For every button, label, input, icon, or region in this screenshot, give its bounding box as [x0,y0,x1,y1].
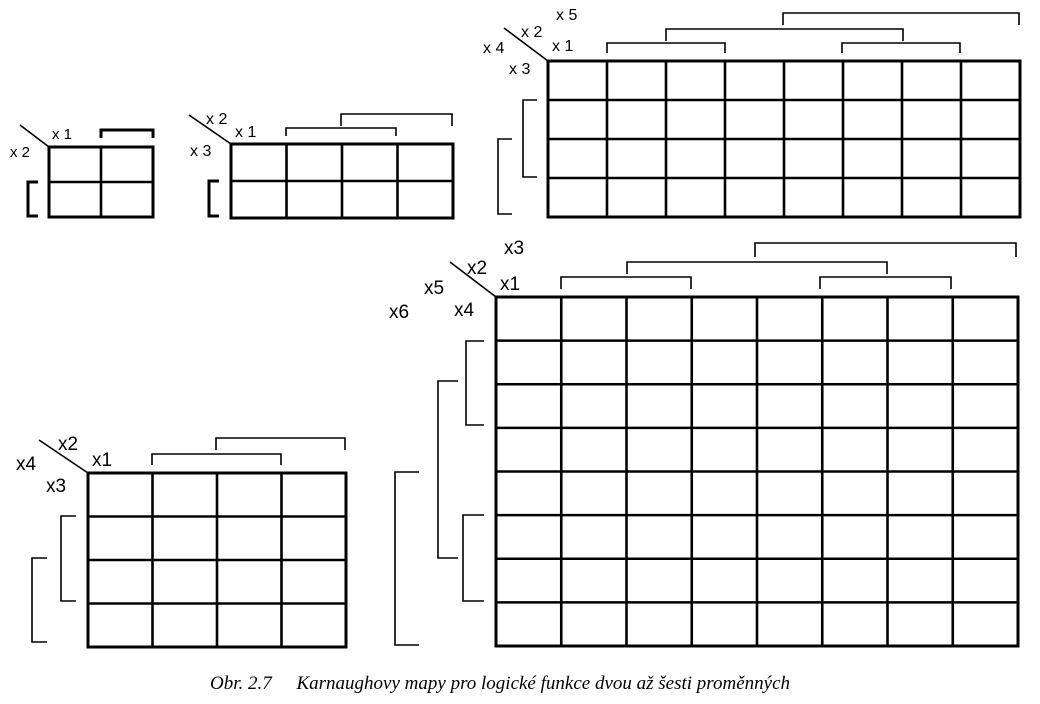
map-3-vars-col-bracket-1 [285,127,397,136]
map-5-vars-row-bracket-2 [497,138,512,215]
map-5-vars-col-bracket-3 [841,42,961,53]
map-4-vars-row-bracket-1 [60,515,76,602]
map-6-vars-row-bracket-2 [437,380,458,559]
figure-number: Obr. 2.7 [209,673,272,694]
map-5-vars-col-bracket-1 [606,42,726,53]
map-2-vars-diagonal [19,124,50,148]
map-3-vars-col-var-upper: x 2 [206,111,227,128]
map-2-vars-row-bracket [26,180,38,218]
map-6-vars-col-bracket-4 [754,242,1017,257]
map-5-vars-row-bracket-1 [522,99,537,178]
map-6-vars-col-var-top: x3 [504,238,524,259]
map-4-vars-col-var-mid: x2 [58,434,78,455]
map-5-vars-diagonal [503,27,549,62]
map-6-vars-row-var: x6 [389,302,409,323]
map-5-vars-col-bracket-2 [665,28,904,41]
map-6-vars-col-bracket-2 [626,261,888,274]
map-3-vars-col-var: x 1 [235,124,256,141]
map-4-vars-row-var-lower: x3 [46,476,66,497]
map-2-vars-row-var: x 2 [10,144,30,161]
map-2-vars-col-var: x 1 [52,126,72,143]
map-4-vars-col-bracket-1 [151,453,282,465]
map-5-vars-col-bracket-4 [782,12,1020,25]
map-4-vars-col-bracket-2 [215,437,346,450]
map-3-vars-grid [229,142,455,220]
map-4-vars-row-bracket-2 [31,557,47,643]
map-2-vars-grid [47,145,155,219]
map-5-vars-row-var-lower: x 3 [509,61,530,78]
figure-caption: Obr. 2.7 Karnaughovy mapy pro logické fu… [0,673,1000,695]
map-4-vars-col-var: x1 [92,450,112,471]
map-4-vars-diagonal [38,439,89,474]
map-5-vars-grid [546,59,1022,219]
figure-title: Karnaughovy mapy pro logické funkce dvou… [296,673,791,694]
map-6-vars-col-bracket-3 [819,276,952,289]
map-3-vars-row-bracket [207,179,219,218]
map-3-vars-row-var: x 3 [190,143,211,160]
map-6-vars-row-bracket-4 [394,471,419,646]
map-2-vars-col-bracket [99,128,155,138]
map-3-vars-col-bracket-2 [340,113,453,126]
map-5-vars-col-var-mid: x 2 [521,24,542,41]
map-5-vars-col-var-top: x 5 [556,7,577,24]
map-6-vars-col-bracket-1 [560,276,692,289]
map-6-vars: x3 x2 x1 x5 x6 x4 [389,238,1020,648]
map-3-vars-diagonal [188,114,232,145]
map-6-vars-row-bracket-3 [462,514,484,602]
map-6-vars-col-var-mid: x2 [467,258,487,279]
map-2-vars: x 1 x 2 [10,124,155,219]
map-6-vars-row-bracket-1 [465,340,484,426]
map-6-vars-col-var: x1 [500,274,520,295]
map-6-vars-diagonal [449,261,497,298]
map-4-vars-grid [86,471,348,649]
map-3-vars: x 2 x 1 x 3 [188,111,455,220]
map-6-vars-row-var-lower: x4 [454,300,475,321]
map-4-vars-row-var: x4 [16,454,37,475]
map-5-vars: x 5 x 2 x 1 x 4 x 3 [483,7,1022,219]
map-5-vars-row-var: x 4 [483,40,504,57]
map-4-vars: x2 x1 x4 x3 [16,434,348,649]
map-6-vars-grid [494,295,1020,648]
map-5-vars-col-var: x 1 [552,38,573,55]
map-6-vars-row-var-upper: x5 [424,278,444,299]
